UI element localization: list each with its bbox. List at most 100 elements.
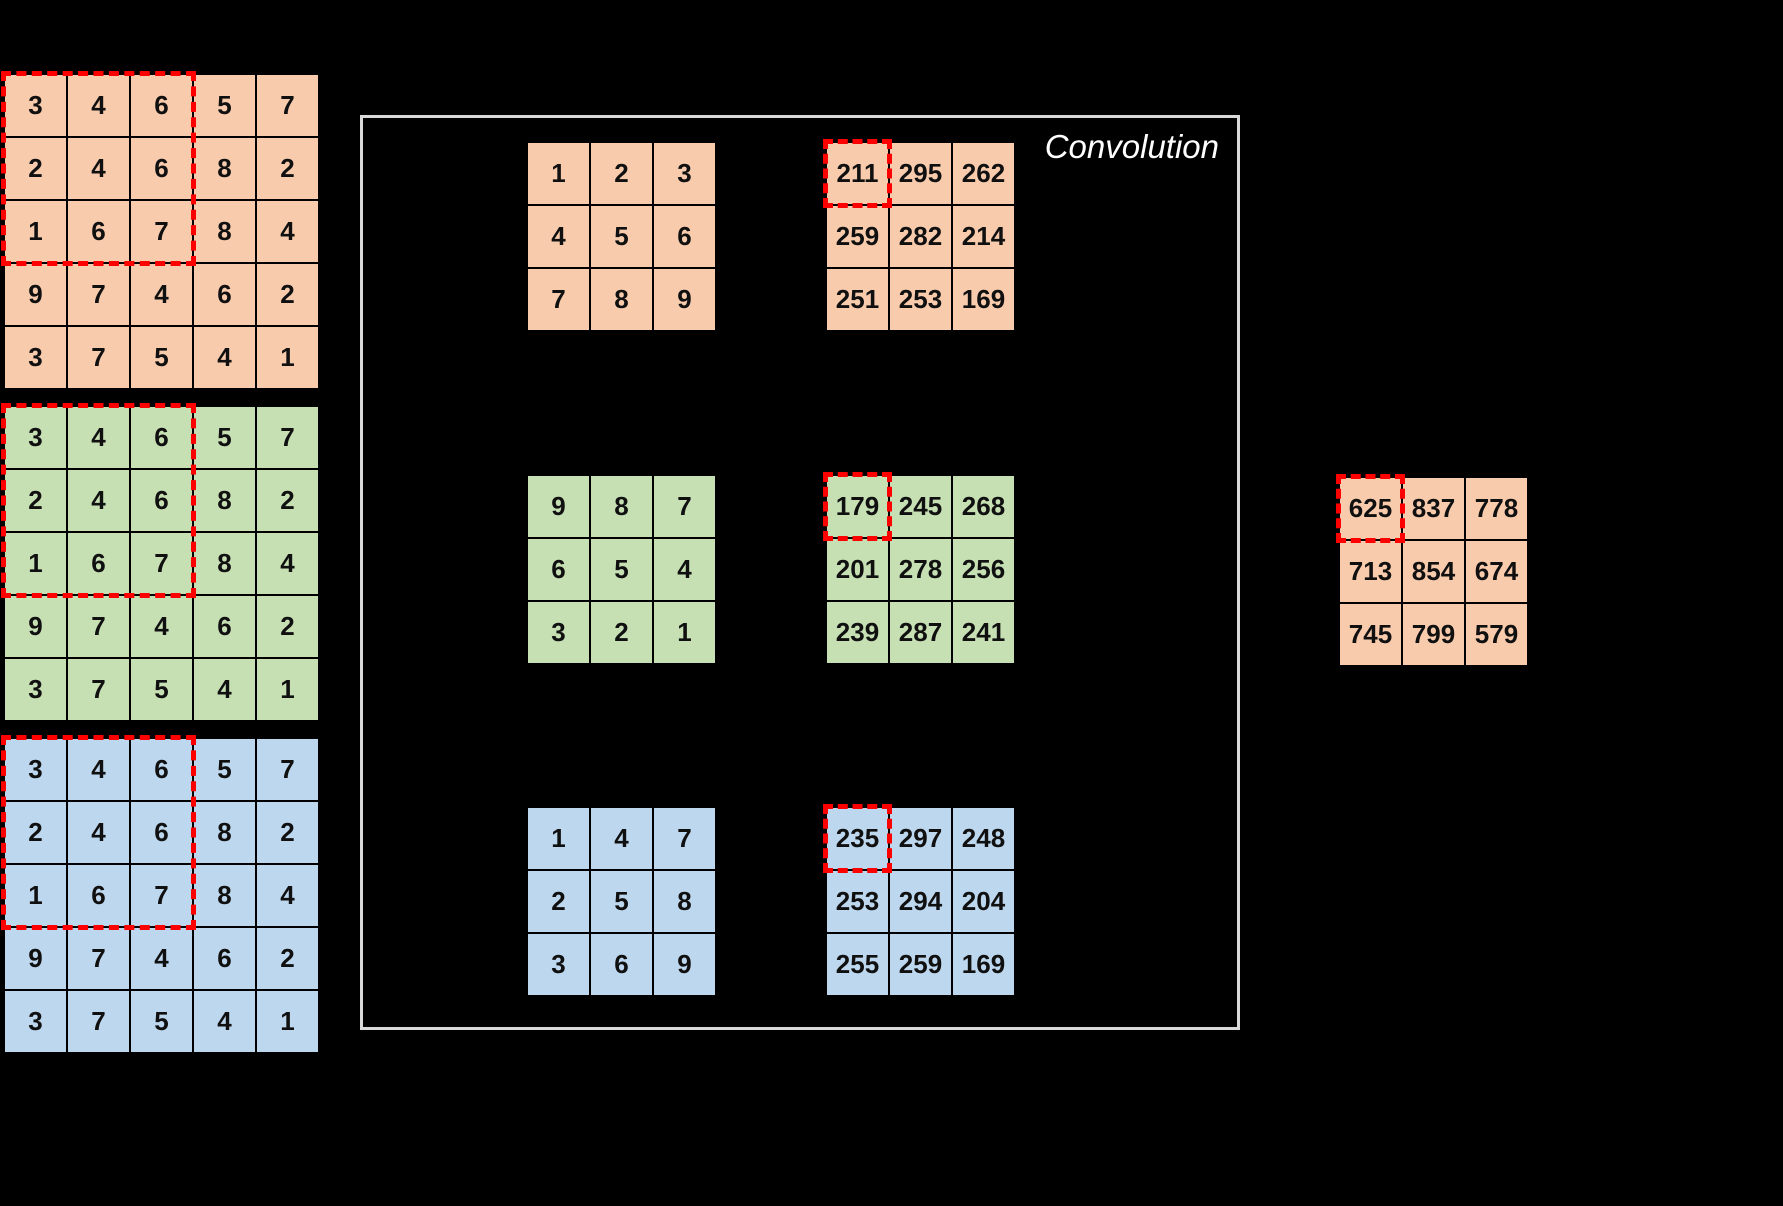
matrix-cell: 169 <box>953 269 1014 330</box>
matrix-cell: 6 <box>131 739 192 800</box>
matrix-cell: 4 <box>131 596 192 657</box>
matrix-cell: 248 <box>953 808 1014 869</box>
matrix-cell: 2 <box>257 928 318 989</box>
matrix-cell: 9 <box>654 269 715 330</box>
matrix-cell: 6 <box>194 264 255 325</box>
matrix-cell: 259 <box>827 206 888 267</box>
matrix-cell: 241 <box>953 602 1014 663</box>
matrix-cell: 9 <box>528 476 589 537</box>
matrix-cell: 713 <box>1340 541 1401 602</box>
matrix-cell: 6 <box>68 865 129 926</box>
matrix-cell: 2 <box>5 470 66 531</box>
matrix-cell: 8 <box>194 533 255 594</box>
matrix-cell: 294 <box>890 871 951 932</box>
matrix-cell: 7 <box>257 75 318 136</box>
matrix-cell: 5 <box>131 327 192 388</box>
matrix-cell: 4 <box>68 407 129 468</box>
matrix-cell: 4 <box>131 928 192 989</box>
matrix-cell: 4 <box>68 739 129 800</box>
matrix-cell: 3 <box>5 991 66 1052</box>
matrix-cell: 287 <box>890 602 951 663</box>
matrix-cell: 4 <box>68 138 129 199</box>
matrix-cell: 1 <box>5 201 66 262</box>
matrix-cell: 6 <box>654 206 715 267</box>
matrix-cell: 7 <box>68 596 129 657</box>
matrix-cell: 7 <box>68 327 129 388</box>
matrix-cell: 235 <box>827 808 888 869</box>
matrix-cell: 7 <box>68 928 129 989</box>
matrix-cell: 253 <box>890 269 951 330</box>
matrix-cell: 2 <box>257 596 318 657</box>
matrix-cell: 201 <box>827 539 888 600</box>
matrix-cell: 7 <box>131 201 192 262</box>
matrix-cell: 4 <box>194 327 255 388</box>
matrix-cell: 5 <box>194 407 255 468</box>
matrix-cell: 2 <box>257 470 318 531</box>
matrix-cell: 4 <box>68 75 129 136</box>
matrix-cell: 1 <box>5 533 66 594</box>
matrix-cell: 2 <box>257 802 318 863</box>
matrix-cell: 9 <box>5 264 66 325</box>
matrix-cell: 295 <box>890 143 951 204</box>
matrix-cell: 5 <box>131 659 192 720</box>
matrix-cell: 7 <box>654 476 715 537</box>
matrix-cell: 3 <box>5 739 66 800</box>
matrix-cell: 854 <box>1403 541 1464 602</box>
matrix-cell: 7 <box>131 533 192 594</box>
matrix-cell: 3 <box>528 934 589 995</box>
matrix-cell: 4 <box>194 659 255 720</box>
matrix-cell: 2 <box>257 264 318 325</box>
matrix-cell: 4 <box>528 206 589 267</box>
matrix-cell: 7 <box>257 407 318 468</box>
matrix-cell: 211 <box>827 143 888 204</box>
matrix-cell: 7 <box>68 659 129 720</box>
matrix-cell: 4 <box>68 802 129 863</box>
matrix-cell: 7 <box>68 991 129 1052</box>
matrix-cell: 6 <box>131 138 192 199</box>
matrix-cell: 745 <box>1340 604 1401 665</box>
convolution-label: Convolution <box>1044 128 1219 165</box>
matrix-cell: 3 <box>5 327 66 388</box>
matrix-cell: 256 <box>953 539 1014 600</box>
matrix-cell: 6 <box>131 75 192 136</box>
matrix-cell: 8 <box>194 865 255 926</box>
matrix-cell: 3 <box>654 143 715 204</box>
matrix-cell: 1 <box>528 808 589 869</box>
matrix-cell: 6 <box>68 201 129 262</box>
matrix-cell: 837 <box>1403 478 1464 539</box>
matrix-cell: 9 <box>5 596 66 657</box>
matrix-cell: 1 <box>257 659 318 720</box>
matrix-cell: 4 <box>591 808 652 869</box>
matrix-cell: 4 <box>131 264 192 325</box>
matrix-cell: 7 <box>654 808 715 869</box>
matrix-cell: 3 <box>528 602 589 663</box>
matrix-cell: 9 <box>654 934 715 995</box>
matrix-cell: 8 <box>194 201 255 262</box>
matrix-cell: 8 <box>654 871 715 932</box>
matrix-cell: 5 <box>194 739 255 800</box>
matrix-cell: 799 <box>1403 604 1464 665</box>
matrix-cell: 9 <box>5 928 66 989</box>
convolution-box: Convolution <box>360 115 1240 1030</box>
matrix-cell: 251 <box>827 269 888 330</box>
matrix-cell: 778 <box>1466 478 1527 539</box>
matrix-cell: 282 <box>890 206 951 267</box>
matrix-cell: 255 <box>827 934 888 995</box>
matrix-cell: 6 <box>131 407 192 468</box>
matrix-cell: 169 <box>953 934 1014 995</box>
matrix-cell: 5 <box>591 539 652 600</box>
matrix-cell: 6 <box>194 928 255 989</box>
matrix-cell: 4 <box>257 533 318 594</box>
matrix-cell: 253 <box>827 871 888 932</box>
matrix-cell: 6 <box>591 934 652 995</box>
matrix-cell: 5 <box>591 206 652 267</box>
matrix-cell: 625 <box>1340 478 1401 539</box>
matrix-cell: 1 <box>257 991 318 1052</box>
